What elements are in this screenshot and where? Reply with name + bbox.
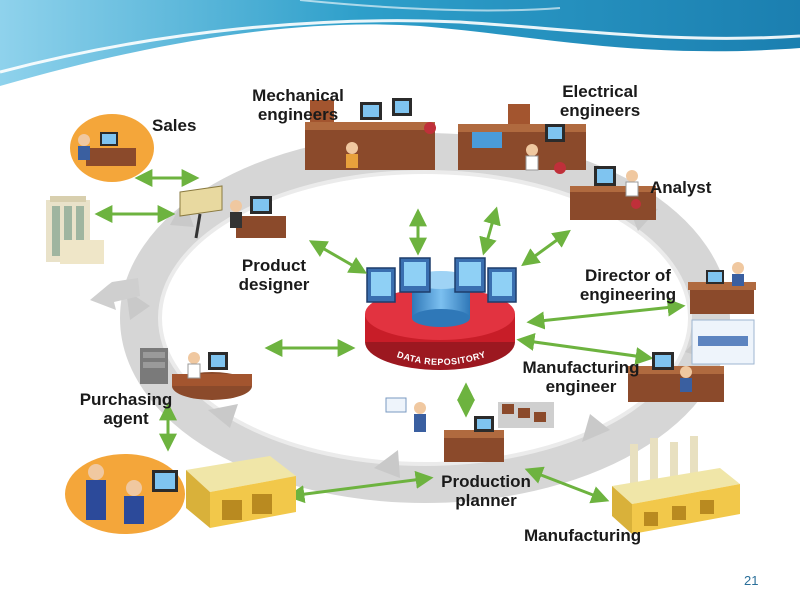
label-director-line1: Director of: [585, 266, 671, 285]
link-planner-factory: [524, 466, 610, 504]
workstation-sales: [70, 114, 154, 182]
office-building: [46, 196, 104, 264]
label-analyst: Analyst: [650, 178, 712, 197]
label-product-designer-line1: Product: [241, 256, 307, 275]
workstation-electrical-engineers: [458, 104, 586, 174]
page-number: 21: [744, 573, 759, 588]
ring-arrow-6: [208, 404, 238, 428]
label-planner-line1: Production: [441, 472, 531, 491]
warehouse: [186, 456, 296, 528]
workstation-analyst: [570, 166, 656, 220]
link-repo-designer: [308, 240, 368, 274]
link-repo-electrical: [479, 206, 501, 256]
workstation-production-planner: [385, 397, 554, 462]
label-electrical-engineers-line2: engineers: [559, 101, 641, 120]
link-repo-analyst: [521, 229, 571, 267]
supplier-meeting: [65, 454, 185, 534]
header-band: [0, 0, 800, 86]
link-planner-supplier: [286, 470, 434, 504]
repository-monitor-3: [454, 257, 486, 293]
label-mfg-engineer-line2: engineer: [545, 377, 617, 396]
label-director-of-engineering: Director of engineering: [576, 266, 680, 304]
workstation-product-designer: [179, 185, 286, 239]
label-purchasing-agent: Purchasing agent: [72, 390, 180, 428]
link-repo-mfg-engineer: [516, 333, 654, 365]
repository-monitor-1: [366, 267, 396, 303]
ring-arrow-4: [582, 414, 610, 442]
label-product-designer: Product designer: [226, 256, 322, 294]
outer-left-arrow: [90, 278, 140, 310]
label-manufacturing: Manufacturing: [524, 526, 642, 545]
label-director-line2: engineering: [579, 285, 677, 304]
label-planner-line2: planner: [455, 491, 517, 510]
workstation-purchasing-agent: [140, 348, 252, 400]
label-mechanical-engineers-line2: engineers: [257, 105, 339, 124]
label-electrical-engineers-line1: Electrical: [562, 82, 638, 101]
repository-links: [94, 169, 686, 504]
label-product-designer-line2: designer: [238, 275, 310, 294]
link-repo-director: [526, 298, 686, 330]
label-mechanical-engineers: Mechanical engineers: [232, 86, 364, 124]
label-purchasing-line1: Purchasing: [79, 390, 173, 409]
label-manufacturing-engineer: Manufacturing engineer: [514, 358, 648, 396]
workstation-manufacturing-engineer: [628, 352, 724, 402]
repository-monitor-2: [399, 257, 431, 293]
label-purchasing-line2: agent: [103, 409, 149, 428]
workstation-director: [688, 262, 756, 365]
label-electrical-engineers: Electrical engineers: [540, 82, 660, 120]
factory: [612, 436, 740, 534]
label-production-planner: Production planner: [424, 472, 548, 510]
data-repository: [365, 257, 517, 370]
label-sales: Sales: [152, 116, 197, 135]
workstation-mechanical-engineers: [305, 98, 436, 170]
label-mfg-engineer-line1: Manufacturing: [522, 358, 640, 377]
repository-monitor-4: [487, 267, 517, 303]
label-mechanical-engineers-line1: Mechanical: [252, 86, 344, 105]
